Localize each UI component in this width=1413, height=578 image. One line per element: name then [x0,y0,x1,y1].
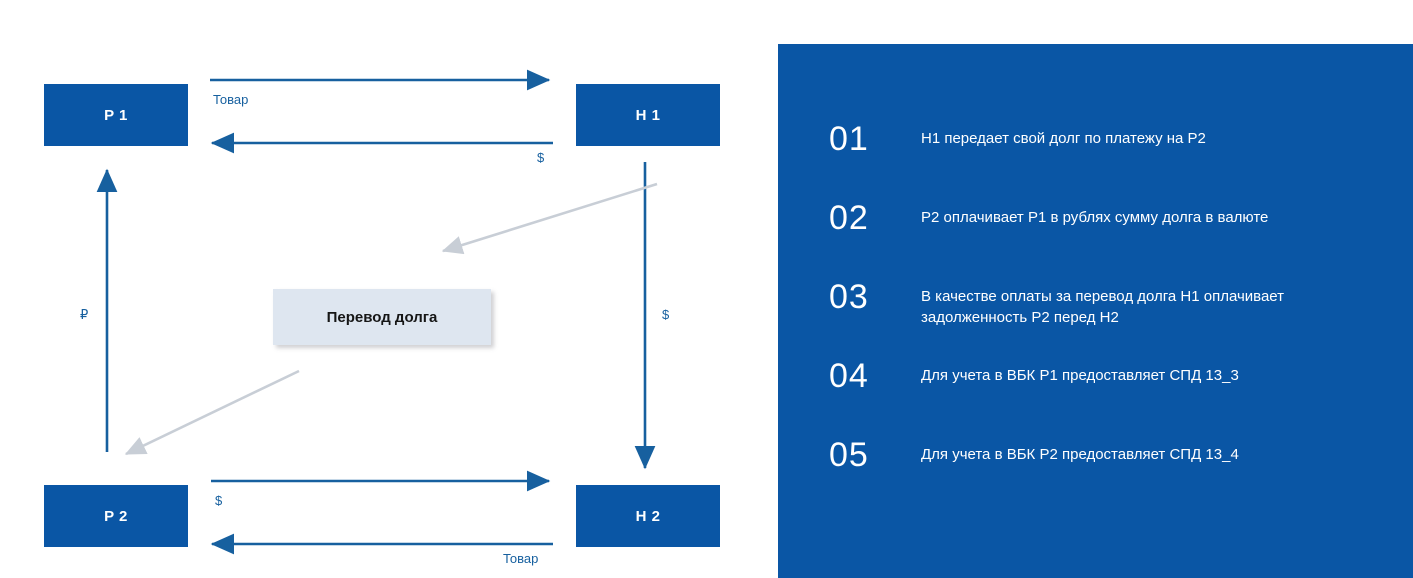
step-number: 01 [829,120,869,158]
step-text: Для учета в ВБК P2 предоставляет СПД 13_… [921,446,1239,463]
label-goods-bottom: Товар [503,551,539,566]
center-box-debt-transfer: Перевод долга [273,289,491,345]
step-number: 04 [829,357,869,395]
step-number: 05 [829,436,869,474]
arrow-debt-transfer-lower [124,369,300,456]
step-text: Для учета в ВБК P1 предоставляет СПД 13_… [921,367,1239,384]
flow-diagram: P 1 H 1 P 2 H 2 Перевод долга Товар $ $ … [44,69,720,566]
node-h2-label: H 2 [635,507,661,525]
node-h1-label: H 1 [635,106,661,124]
center-box-label: Перевод долга [326,308,438,326]
step-number: 02 [829,199,869,237]
label-ruble-left: ₽ [80,307,89,322]
label-currency-bottom: $ [215,493,223,508]
steps-panel: 01 H1 передает свой долг по платежу на P… [778,44,1413,578]
step-item-03: 03 В качестве оплаты за перевод долга H1… [778,280,1413,359]
node-h1: H 1 [576,84,720,146]
arrow-debt-transfer-upper [441,182,658,255]
diagram-arrows [96,69,658,555]
node-p1-label: P 1 [104,106,128,124]
step-text: В качестве оплаты за перевод долга H1 оп… [921,288,1285,326]
step-item-01: 01 H1 передает свой долг по платежу на P… [778,122,1413,201]
step-item-05: 05 Для учета в ВБК P2 предоставляет СПД … [778,438,1413,517]
node-p2-label: P 2 [104,507,128,525]
node-h2: H 2 [576,485,720,547]
label-currency-right: $ [662,307,670,322]
node-p2: P 2 [44,485,188,547]
step-item-02: 02 P2 оплачивает P1 в рублях сумму долга… [778,201,1413,280]
step-number: 03 [829,278,869,316]
steps-list: 01 H1 передает свой долг по платежу на P… [778,122,1413,517]
step-text: P2 оплачивает P1 в рублях сумму долга в … [921,209,1269,226]
node-p1: P 1 [44,84,188,146]
step-text: H1 передает свой долг по платежу на P2 [921,130,1206,147]
label-currency-top: $ [537,150,545,165]
label-goods-top: Товар [213,92,249,107]
step-item-04: 04 Для учета в ВБК P1 предоставляет СПД … [778,359,1413,438]
